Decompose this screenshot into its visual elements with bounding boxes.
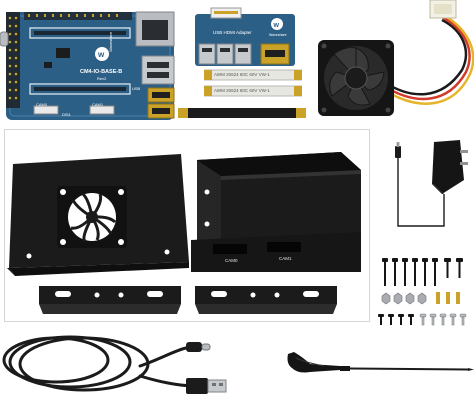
cm4-io-base-board: w CM4-IO-BASE-B Rev2 Waveshare CAM0 CAM1… [0,2,186,126]
svg-text:w: w [97,50,105,59]
black-ffc-strip [178,104,306,122]
cooling-fan [312,0,474,126]
mounting-bracket-left [37,282,183,318]
board-cam1-label: CAM1 [92,102,104,107]
screwdriver [284,344,474,394]
adapter-brand-text: Waveshare [269,33,287,37]
power-adapter [386,136,470,234]
board-dsi1-label: DSI1 [62,112,71,117]
board-usb-label: USB [132,86,141,91]
ffc-print-bottom: AWM 20624 80C 60V VW-1 [214,88,270,93]
screws-and-standoffs [374,256,474,330]
board-brand-text: Waveshare [108,31,113,52]
case-body [191,144,367,272]
mounting-bracket-right [193,282,339,318]
board-model-label: CM4-IO-BASE-B [80,69,123,75]
case-cam0-label: CAM0 [225,258,238,263]
board-sub-label: Rev2 [97,76,107,81]
usb-hdmi-adapter-board: w USB HDMI Adapter Waveshare [193,6,297,66]
case-parts-frame: CM4-IO-BASE-BOX CAM0 CAM1 [4,129,370,322]
ffc-ribbon-cable: AWM 20624 80C 60V VW-1 AWM 20624 80C 60V… [204,68,302,100]
case-lid [5,144,191,276]
svg-text:w: w [273,22,280,29]
board-cam0-label: CAM0 [36,102,48,107]
adapter-title: USB HDMI Adapter [213,30,252,35]
case-cam1-label: CAM1 [279,256,292,261]
usb-type-c-cable [0,330,236,400]
ffc-print-top: AWM 20624 80C 60V VW-1 [214,72,270,77]
